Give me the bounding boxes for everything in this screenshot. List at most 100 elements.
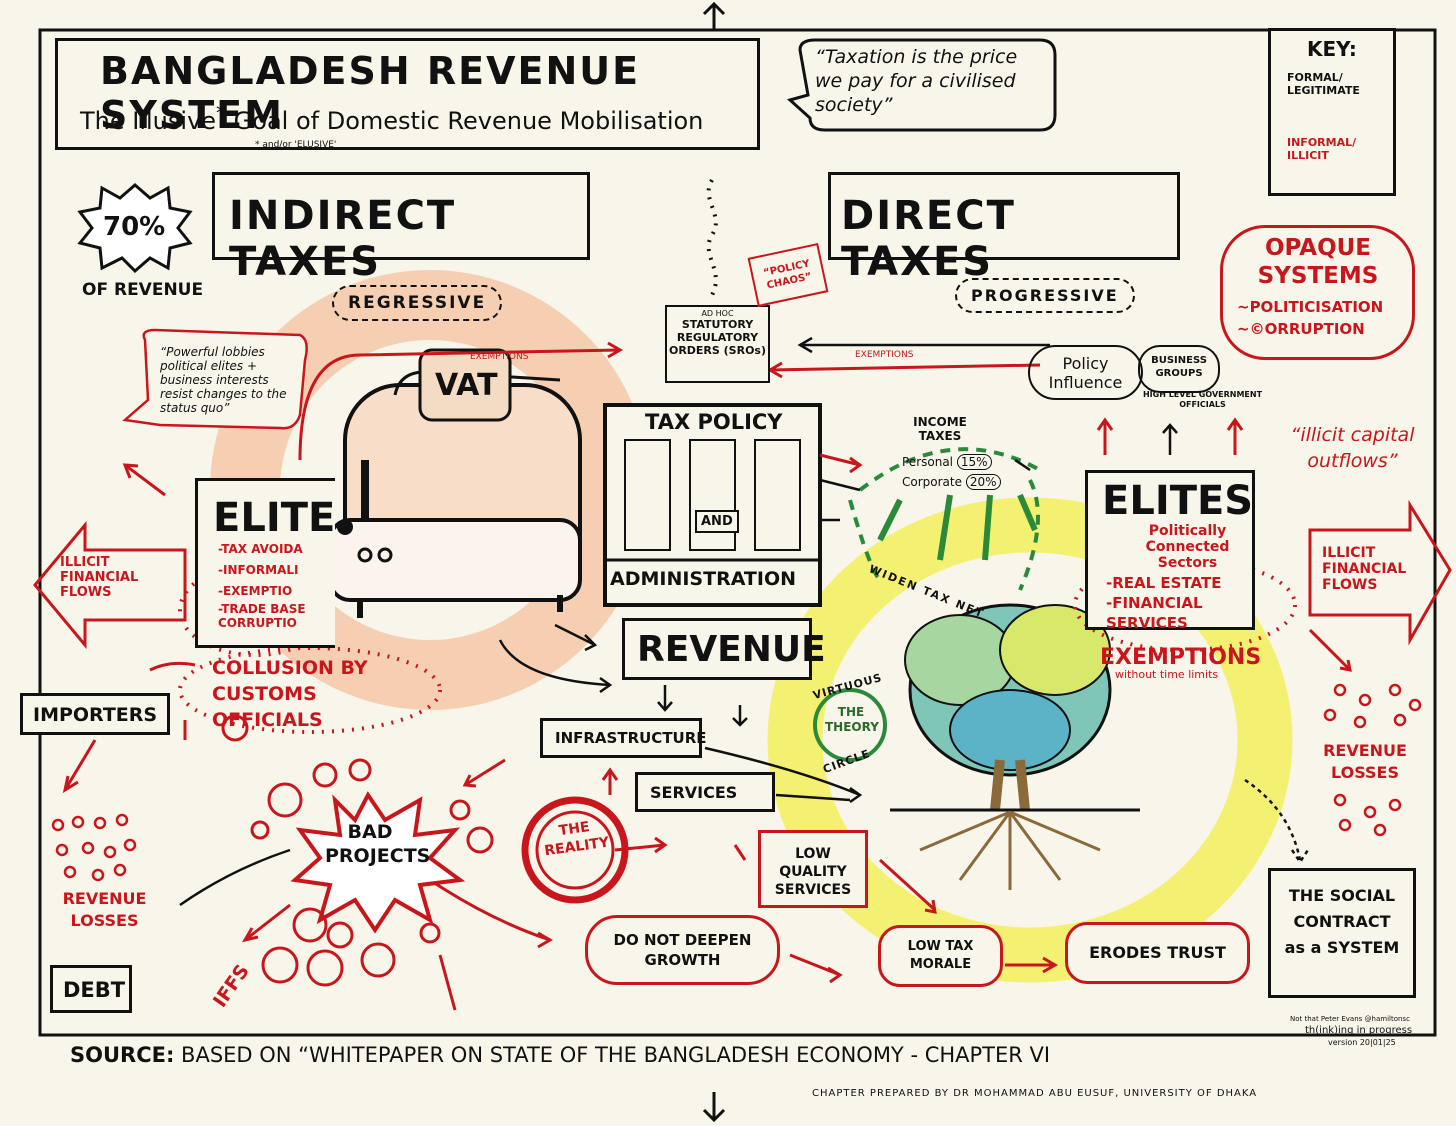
the-theory-label: THE THEORY [825, 705, 879, 734]
elite-item: -TAX AVOIDA [218, 542, 303, 556]
elite-box: ELITE -TAX AVOIDA -INFORMALI -EXEMPTIO -… [195, 478, 335, 648]
source-text: BASED ON “WHITEPAPER ON STATE OF THE BAN… [181, 1043, 1051, 1067]
quote-bubble [786, 38, 1057, 132]
smoke-dots [706, 178, 718, 296]
corporate-label: Corporate [902, 475, 962, 489]
elite-list: -TAX AVOIDA -INFORMALI -EXEMPTIO -TRADE … [218, 539, 338, 630]
administration-label: ADMINISTRATION [610, 568, 797, 590]
revenue-losses-left: REVENUE LOSSES [62, 889, 147, 930]
govt-officials: HIGH LEVEL GOVERNMENT OFFICIALS [1142, 390, 1263, 409]
exemptions-big: EXEMPTIONS [1100, 645, 1262, 670]
top-arrow-icon [702, 1, 726, 30]
credit-line-2: th(ink)ing in progress [1305, 1025, 1413, 1036]
stat-label: OF REVENUE [82, 280, 204, 300]
lobbies-quote: “Powerful lobbies political elites + bus… [160, 345, 287, 415]
vat-label: VAT [435, 368, 498, 403]
sro-box: AD HOC STATUTORY REGULATORY ORDERS (SROs… [665, 305, 770, 383]
and-label: AND [695, 510, 739, 533]
direct-header: DIRECT TAXES [841, 193, 1016, 285]
services-box: SERVICES [635, 772, 775, 812]
debt-box: DEBT [50, 965, 132, 1013]
elites-item: -REAL ESTATE [1106, 574, 1222, 592]
page-title: BANGLADESH REVENUE SYSTEM [100, 49, 641, 137]
elite-item: -EXEMPTIO [218, 584, 293, 598]
importers-box: IMPORTERS [20, 693, 170, 735]
social-contract-box: THE SOCIAL CONTRACT as a SYSTEM [1268, 868, 1416, 998]
elite-title: ELITE [213, 495, 336, 541]
income-taxes-label: INCOME TAXES [913, 415, 967, 443]
tax-net-icon [848, 447, 1041, 591]
erodes-trust-box: ERODES TRUST [1065, 922, 1250, 984]
quote-text: “Taxation is the price we pay for a civi… [815, 46, 1018, 116]
prepared-by: CHAPTER PREPARED BY DR MOHAMMAD ABU EUSU… [812, 1088, 1258, 1099]
exemptions-arrow-label: EXEMPTIONS [855, 350, 914, 360]
credit-line-1: Not that Peter Evans @hamiltonsc [1290, 1015, 1410, 1023]
low-tax-morale-box: LOW TAX MORALE [878, 925, 1003, 987]
corporate-rate: 20% [965, 474, 1001, 490]
illicit-left-label: ILLICIT FINANCIAL FLOWS [60, 555, 139, 600]
opaque-title: OPAQUE SYSTEMS [1257, 235, 1379, 289]
elites-title: ELITES [1102, 478, 1254, 524]
opaque-item: ~©ORRUPTION [1237, 320, 1365, 338]
elites-item: -FINANCIAL SERVICES [1106, 594, 1203, 632]
corruption-coins-icon [221, 714, 494, 987]
indirect-header: INDIRECT TAXES [229, 193, 457, 285]
personal-rate: 15% [956, 454, 992, 470]
business-groups-bubble: BUSINESS GROUPS [1138, 345, 1220, 393]
black-arrows [179, 336, 1310, 907]
loss-dots [51, 683, 1422, 882]
building-icon [603, 403, 822, 607]
page-subtitle: The Illusive* Goal of Domestic Revenue M… [80, 101, 703, 135]
direct-header-box: DIRECT TAXES [828, 172, 1180, 285]
source-label: SOURCE: [70, 1043, 175, 1067]
page-frame [38, 28, 1437, 1037]
sro-label: STATUTORY REGULATORY ORDERS (SROs) [668, 318, 767, 357]
elites-list: -REAL ESTATE -FINANCIAL SERVICES [1106, 573, 1226, 633]
subtitle-pre: The Illusive [80, 107, 217, 135]
elites-sub: Politically Connected Sectors [1145, 523, 1230, 571]
opaque-box: OPAQUE SYSTEMS ~POLITICISATION ~©ORRUPTI… [1220, 225, 1415, 360]
low-quality-box: LOW QUALITY SERVICES [758, 830, 868, 908]
exemptions-note: without time limits [1115, 668, 1219, 681]
do-not-deepen-box: DO NOT DEEPEN GROWTH [585, 915, 780, 985]
infrastructure-box: INFRASTRUCTURE [540, 718, 707, 758]
opaque-item: ~POLITICISATION [1237, 298, 1384, 316]
tax-policy-label: TAX POLICY [645, 410, 783, 434]
title-box: BANGLADESH REVENUE SYSTEM The Illusive* … [55, 38, 760, 150]
theory-circle-icon [813, 688, 887, 762]
exemptions-small: EXEMPTIONS [470, 352, 529, 362]
bad-projects-burst [290, 791, 466, 934]
subtitle-post: Goal of Domestic Revenue Mobilisation [226, 107, 704, 135]
elite-item: -TRADE BASE CORRUPTIO [218, 602, 306, 630]
bad-projects-label: BAD PROJECTS [325, 821, 431, 867]
tree-icon [890, 603, 1140, 890]
illicit-right-arrow-icon [1308, 499, 1452, 646]
regressive-tag: REGRESSIVE [332, 285, 503, 321]
collusion-oval [178, 646, 442, 734]
income-rates: Personal 15% Corporate 20% [902, 452, 1001, 492]
key-informal: INFORMAL/ ILLICIT [1287, 136, 1357, 162]
key-label: KEY: [1307, 37, 1357, 61]
bottom-arrow-icon [702, 1092, 726, 1123]
elite-item: -INFORMALI [218, 563, 299, 577]
revenue-losses-right: REVENUE LOSSES [1323, 741, 1407, 782]
source-line: SOURCE: BASED ON “WHITEPAPER ON STATE OF… [70, 1043, 1050, 1067]
sro-adhoc: AD HOC [701, 309, 734, 318]
elites-box: ELITES Politically Connected Sectors -RE… [1085, 470, 1255, 633]
credit-line-3: version 20|01|25 [1328, 1038, 1396, 1047]
stat-70: 70% [103, 212, 166, 242]
illicit-capital-quote: “illicit capital outflows” [1290, 424, 1415, 472]
progressive-tag: PROGRESSIVE [955, 278, 1135, 313]
policy-influence-bubble: Policy Influence [1028, 345, 1143, 400]
starburst-icon [77, 183, 193, 274]
personal-label: Personal [902, 455, 954, 469]
title-footnote: * and/or 'ELUSIVE' [255, 140, 337, 150]
revenue-box: REVENUE [622, 618, 826, 680]
red-arrows [62, 341, 1352, 1011]
key-formal: FORMAL/ LEGITIMATE [1287, 71, 1360, 97]
illicit-left-arrow-icon [33, 520, 187, 650]
lobbies-bubble [122, 328, 308, 430]
opaque-list: ~POLITICISATION ~©ORRUPTION [1237, 296, 1383, 340]
subtitle-star: * [216, 101, 227, 125]
